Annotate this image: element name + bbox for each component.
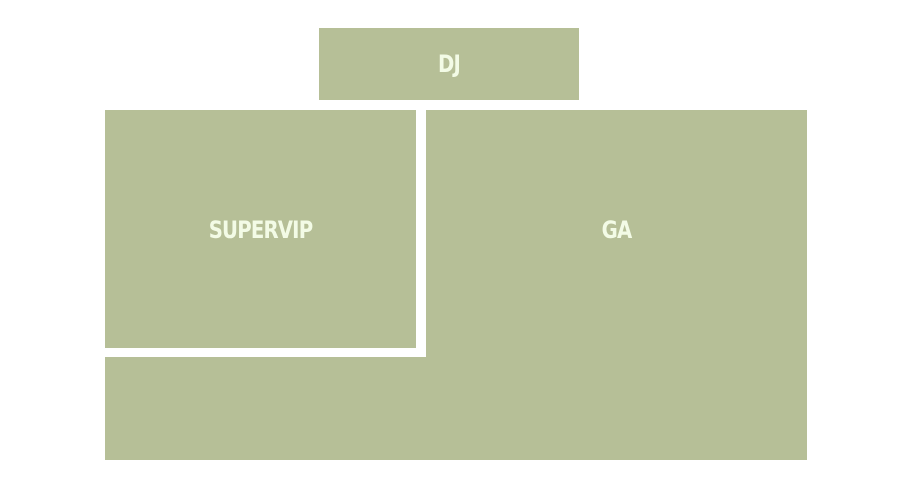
section-dj[interactable]: DJ (319, 28, 579, 100)
section-supervip-label: SUPERVIP (208, 216, 313, 244)
section-ga[interactable]: GA (426, 110, 807, 460)
section-ga-label: GA (601, 216, 633, 244)
section-dj-label: DJ (437, 50, 461, 78)
section-ga-lower[interactable] (105, 357, 435, 460)
section-supervip[interactable]: SUPERVIP (105, 110, 416, 348)
